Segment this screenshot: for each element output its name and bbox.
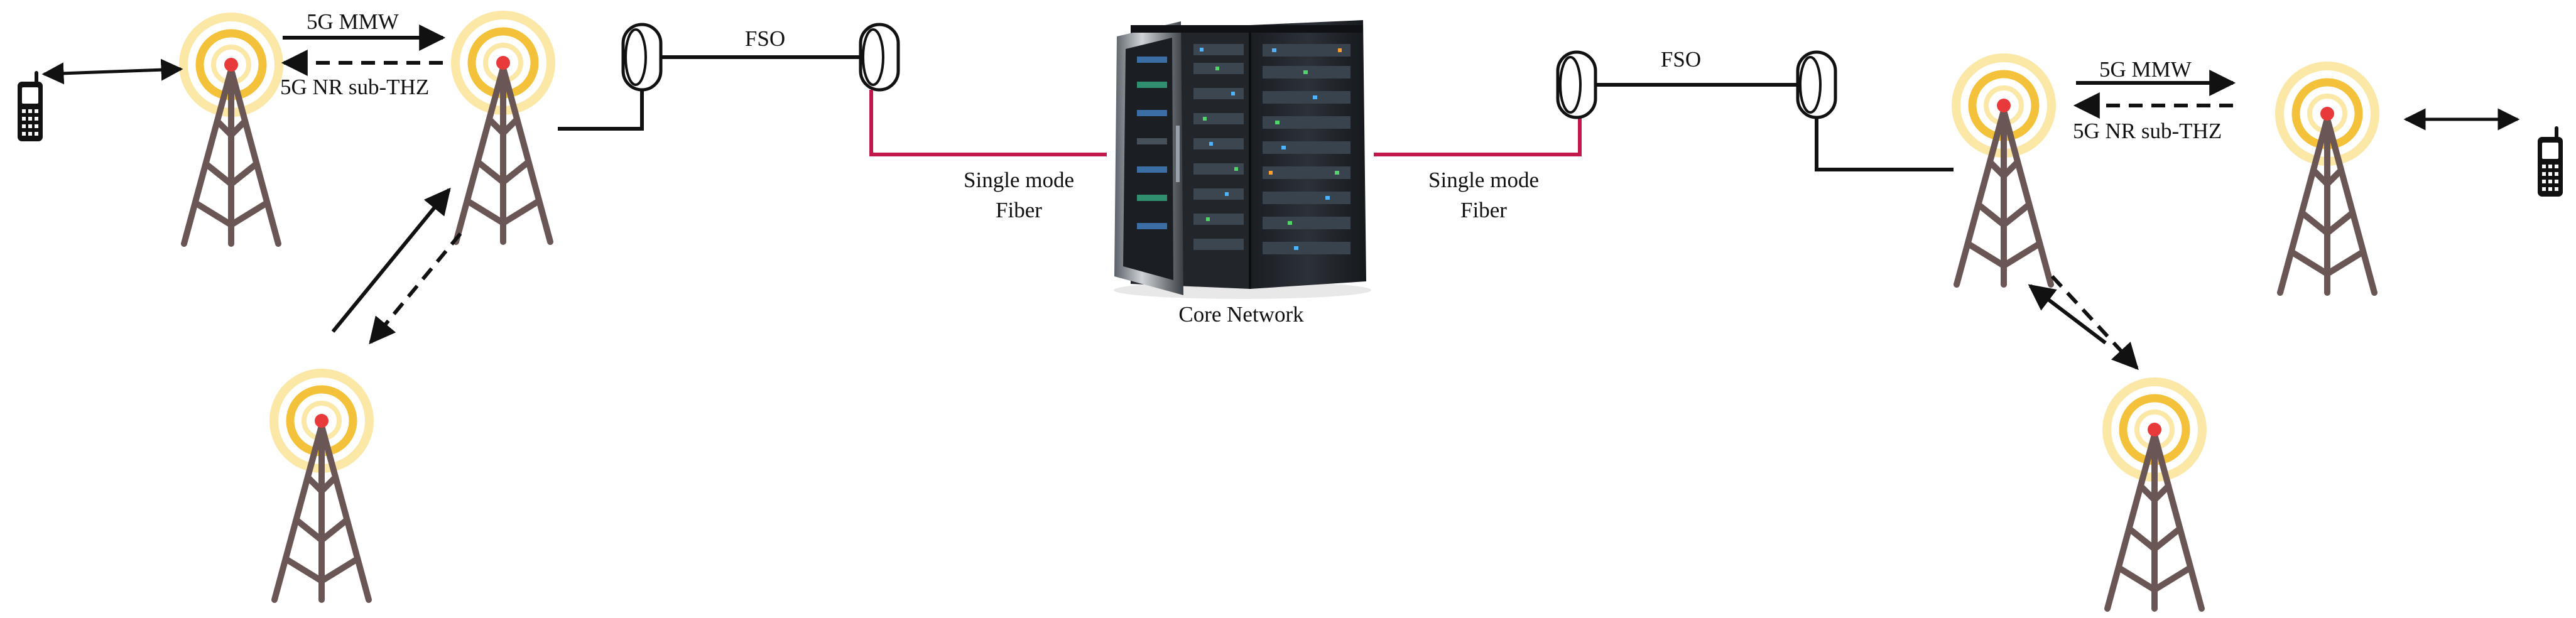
mobile-phone-icon bbox=[18, 73, 43, 141]
subthz-label: 5G NR sub-THZ bbox=[2073, 119, 2222, 143]
cell-tower-icon bbox=[2107, 382, 2202, 609]
cell-tower-icon bbox=[455, 15, 551, 242]
mmw-label: 5G MMW bbox=[2099, 57, 2192, 82]
fiber-label: Fiber bbox=[996, 198, 1042, 222]
fso-transceiver-icon bbox=[861, 24, 898, 90]
fiber-label: Single mode bbox=[1428, 168, 1539, 192]
mobile-phone-icon bbox=[2538, 128, 2563, 197]
mmw-label: 5G MMW bbox=[307, 9, 399, 34]
fso-label: FSO bbox=[745, 26, 785, 51]
fso-label: FSO bbox=[1661, 47, 1701, 72]
fiber-label: Fiber bbox=[1460, 198, 1507, 222]
fiber-link bbox=[1374, 88, 1582, 156]
downlink-arrow bbox=[369, 232, 462, 345]
fso-transceiver-icon bbox=[1798, 52, 1835, 117]
cell-tower-icon bbox=[274, 373, 369, 600]
fso-transceiver-icon bbox=[1558, 52, 1595, 117]
fiber-link bbox=[869, 90, 1107, 156]
core-network-label: Core Network bbox=[1178, 302, 1304, 327]
uplink-arrow bbox=[331, 187, 451, 333]
uplink-arrow bbox=[2028, 284, 2107, 345]
cell-tower-icon bbox=[183, 17, 279, 244]
phone-tower-link bbox=[41, 58, 183, 85]
fso-transceiver-icon bbox=[623, 24, 661, 90]
subthz-label: 5G NR sub-THZ bbox=[280, 75, 429, 99]
cell-tower-icon bbox=[1956, 58, 2052, 285]
fiber-label: Single mode bbox=[964, 168, 1074, 192]
cell-tower-icon bbox=[2280, 66, 2375, 293]
fso-tower-wire bbox=[1815, 117, 1954, 171]
downlink-arrow bbox=[2050, 274, 2139, 371]
server-rack-icon bbox=[1114, 20, 1371, 299]
